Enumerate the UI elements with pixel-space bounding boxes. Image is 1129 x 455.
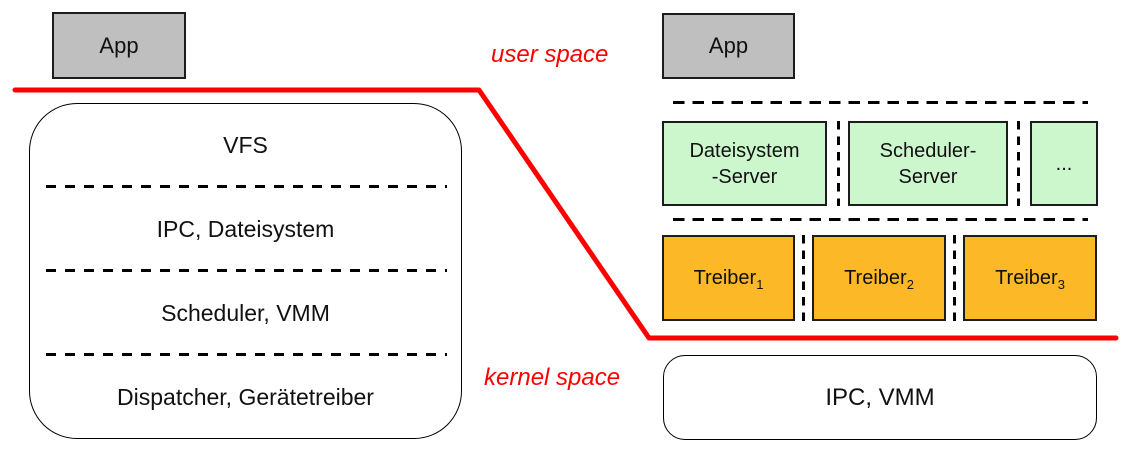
scheduler-server-line1: Scheduler- [879,139,977,162]
treiber-2-sub: 2 [906,276,914,292]
dateisystem-server-line1: Dateisystem [689,139,800,162]
monolithic-app-box: App [52,12,186,79]
layer-vfs: VFS [30,104,461,186]
treiber-3-box: Treiber3 [963,235,1097,321]
treiber-2-box: Treiber2 [812,235,946,321]
treiber-1-label: Treiber1 [693,266,764,292]
layer-dispatcher-label: Dispatcher, Gerätetreiber [117,383,374,410]
treiber-2-base: Treiber [844,266,907,289]
dateisystem-server-label: Dateisystem -Server [689,138,799,190]
microkernel-app-label: App [708,33,749,58]
servers-ellipsis-box: ... [1030,121,1098,206]
dateisystem-server-line2: -Server [711,165,778,188]
treiber-3-label: Treiber3 [995,266,1065,292]
treiber-3-sub: 3 [1057,276,1065,292]
dateisystem-server-box: Dateisystem -Server [662,121,827,206]
server-separator-1 [837,121,840,206]
layer-ipc-dateisystem: IPC, Dateisystem [30,188,461,270]
layer-vfs-label: VFS [223,131,268,158]
user-space-label: user space [491,41,609,68]
scheduler-server-line2: Server [898,165,958,188]
layer-separator-3 [46,353,447,356]
servers-top-dashed-line [673,101,1088,104]
treiber-2-label: Treiber2 [844,266,914,292]
driver-separator-1 [802,235,805,321]
servers-ellipsis-label: ... [1055,152,1073,175]
kernel-space-label: kernel space [484,364,621,391]
servers-bottom-dashed-line [673,218,1088,221]
microkernel-app-box: App [662,13,795,79]
ipc-vmm-label: IPC, VMM [825,383,935,411]
layer-scheduler-vmm-label: Scheduler, VMM [161,299,330,326]
treiber-3-base: Treiber [995,266,1058,289]
scheduler-server-label: Scheduler- Server [880,138,977,190]
layer-ipc-dateisystem-label: IPC, Dateisystem [156,215,335,242]
monolithic-app-label: App [99,32,139,58]
monolithic-kernel-box: VFS IPC, Dateisystem Scheduler, VMM Disp… [29,103,462,439]
layer-dispatcher: Dispatcher, Gerätetreiber [30,356,461,438]
server-separator-2 [1017,121,1020,206]
treiber-1-base: Treiber [693,266,757,289]
scheduler-server-box: Scheduler- Server [848,121,1008,206]
layer-scheduler-vmm: Scheduler, VMM [30,272,461,354]
driver-separator-2 [953,235,956,321]
microkernel-ipc-vmm-box: IPC, VMM [663,355,1097,440]
treiber-1-sub: 1 [756,276,764,292]
treiber-1-box: Treiber1 [662,235,795,321]
